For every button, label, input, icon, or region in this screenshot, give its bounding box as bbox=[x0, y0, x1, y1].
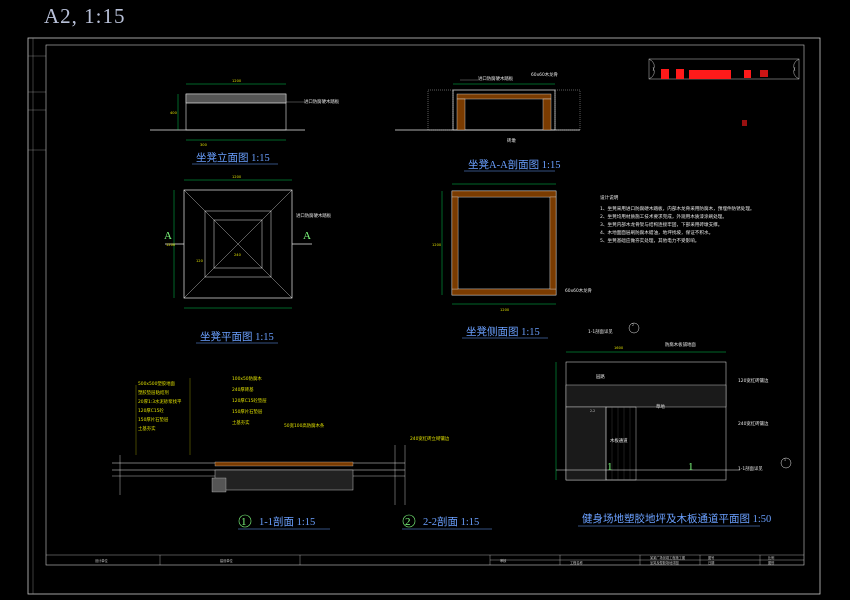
note-item: 5、坐凳基础应做夯实处理，其他电力不受影响。 bbox=[600, 237, 699, 244]
redacted-mark bbox=[760, 70, 768, 77]
track-edge-callout-2: 240宽红砖镶边 bbox=[738, 420, 769, 427]
track-top-dim: 1600 bbox=[614, 346, 624, 350]
elevation-height-dim: 400 bbox=[170, 111, 178, 115]
title-cell: 比例 bbox=[768, 555, 774, 560]
track-plan-title: 健身场地塑胶地坪及木板通道平面图 1:50 bbox=[582, 512, 771, 525]
section-11-layer: 150厚片石垫层 bbox=[138, 416, 169, 423]
title-cell: 审核 bbox=[500, 558, 507, 563]
redacted-mark bbox=[689, 70, 731, 79]
section-11-right-layer: 土基夯实 bbox=[232, 419, 250, 426]
bench-plan bbox=[165, 179, 312, 309]
section-11-right-layer: 120厚C15砼垫层 bbox=[232, 397, 267, 404]
redacted-mark bbox=[676, 69, 684, 79]
note-item: 1、坐凳采用进口防腐硬木踏板，内部木龙骨采用防腐木，预埋件防锈处理。 bbox=[600, 205, 755, 212]
section-11-drawing bbox=[112, 378, 406, 505]
plan-side-dim: 120 bbox=[196, 259, 204, 263]
title-block bbox=[46, 554, 804, 565]
section-11-strip-callout: 50宽100高防腐木条 bbox=[284, 422, 325, 429]
title-project: 某某广场景观工程施工图 bbox=[650, 555, 685, 560]
title-cell: 设计单位 bbox=[95, 558, 109, 563]
plan-title: 坐凳平面图 1:15 bbox=[200, 330, 274, 343]
plan-width-dim: 1200 bbox=[232, 175, 242, 179]
section-aa-pier-callout: 砖墩 bbox=[507, 137, 516, 144]
title-drawing: 坐凳及塑胶场地详图 bbox=[650, 560, 679, 565]
note-item: 2、坐凳均用材质施工技术要求完成，外观用木质漆涂刷处理。 bbox=[600, 213, 727, 220]
inner-frame bbox=[45, 44, 805, 566]
title-cell: 图号 bbox=[708, 555, 714, 560]
track-ref-bottom: 1-1剖面详见 bbox=[738, 465, 763, 472]
redacted-mark bbox=[661, 69, 669, 79]
track-wood-callout: 防腐木板铺地面 bbox=[665, 341, 696, 348]
side-width-dim: 1200 bbox=[500, 308, 510, 312]
elevation-board-callout: 进口防腐硬木踏板 bbox=[304, 98, 340, 105]
title-cell: 建设单位 bbox=[220, 558, 234, 563]
side-joist-callout: 60x60木龙骨 bbox=[565, 287, 593, 294]
title-cell: 工程名称 bbox=[570, 560, 584, 565]
side-view-title: 坐凳侧面图 1:15 bbox=[466, 325, 540, 338]
section-aa-top-callout: 进口防腐硬木踏板 bbox=[478, 75, 514, 82]
track-ref-number: 2 bbox=[632, 323, 634, 327]
track-ref-top: 1-1剖面详见 bbox=[588, 328, 613, 335]
section-11-layer: 500x500塑胶地面 bbox=[138, 380, 176, 387]
section-22-edge-callout: 240宽红砖立砌镶边 bbox=[410, 435, 450, 442]
sheet-size-label: A2, 1:15 bbox=[44, 4, 126, 28]
title-cell: 图别 bbox=[768, 560, 774, 565]
plan-inner-dim: 240 bbox=[234, 253, 242, 257]
section-11-right-layer: 150厚片石垫层 bbox=[232, 408, 263, 415]
track-ref-bottom-number: 1 bbox=[784, 458, 786, 462]
design-notes: 设计说明 1、坐凳采用进口防腐硬木踏板，内部木龙骨采用防腐木，预埋件防锈处理。 … bbox=[600, 194, 755, 244]
plan-section-mark-right: A bbox=[303, 230, 311, 242]
section-aa-title: 坐凳A-A剖面图 1:15 bbox=[468, 158, 560, 171]
plan-height-dim: 1200 bbox=[166, 243, 176, 247]
track-zone-section: 2-2 bbox=[590, 409, 595, 413]
bench-elevation: 1200 400 300 进口防腐硬木踏板 bbox=[150, 79, 340, 147]
section-11-right-layer: 240厚砖基 bbox=[232, 386, 254, 393]
section-22-number: 2 bbox=[405, 516, 411, 528]
plan-board-callout: 进口防腐硬木踏板 bbox=[296, 212, 332, 219]
track-edge-callout-1: 120宽红砖镶边 bbox=[738, 377, 769, 384]
section-11-layer: 塑胶垫层粘结剂 bbox=[138, 389, 169, 396]
bench-section-aa: 进口防腐硬木踏板 60x60木龙骨 砖墩 bbox=[395, 71, 581, 144]
section-11-layer: 120厚C15砼 bbox=[138, 407, 164, 414]
section-22-title: 2-2剖面 1:15 bbox=[423, 515, 479, 528]
side-height-dim: 1200 bbox=[432, 243, 442, 247]
track-section-number: 1 bbox=[688, 461, 694, 473]
elevation-side-dim: 300 bbox=[200, 143, 208, 147]
bench-side-view bbox=[441, 183, 557, 305]
note-item: 4、木地面面层刷防腐木蜡油，地坪找坡，保证不积水。 bbox=[600, 229, 713, 236]
section-11-layer: 20厚1:3水泥砂浆找平 bbox=[138, 398, 182, 405]
track-plan-drawing bbox=[555, 351, 740, 481]
outer-frame bbox=[27, 37, 821, 595]
note-item: 3、坐凳内部木龙骨架与结构连接牢固，下部采用砖墩支撑。 bbox=[600, 221, 722, 228]
section-aa-joist-callout: 60x60木龙骨 bbox=[531, 71, 559, 78]
redacted-mark bbox=[742, 120, 747, 126]
elevation-title: 坐凳立面图 1:15 bbox=[196, 151, 270, 164]
section-11-number: 1 bbox=[241, 516, 247, 528]
track-zone-path: 园路 bbox=[596, 373, 605, 380]
redacted-mark bbox=[744, 70, 751, 78]
track-zone-boardwalk: 木板通道 bbox=[610, 437, 628, 444]
elevation-width-dim: 1200 bbox=[232, 79, 242, 83]
section-11-title: 1-1剖面 1:15 bbox=[259, 515, 315, 528]
track-section-number: 1 bbox=[607, 461, 613, 473]
notes-heading: 设计说明 bbox=[600, 194, 619, 201]
title-cell: 日期 bbox=[708, 560, 714, 565]
section-11-right-layer: 100x50防腐木 bbox=[232, 375, 262, 382]
track-zone-lawn: 草地 bbox=[656, 403, 665, 410]
section-11-layer: 土基夯实 bbox=[138, 425, 156, 432]
plan-section-mark-left: A bbox=[164, 230, 172, 242]
